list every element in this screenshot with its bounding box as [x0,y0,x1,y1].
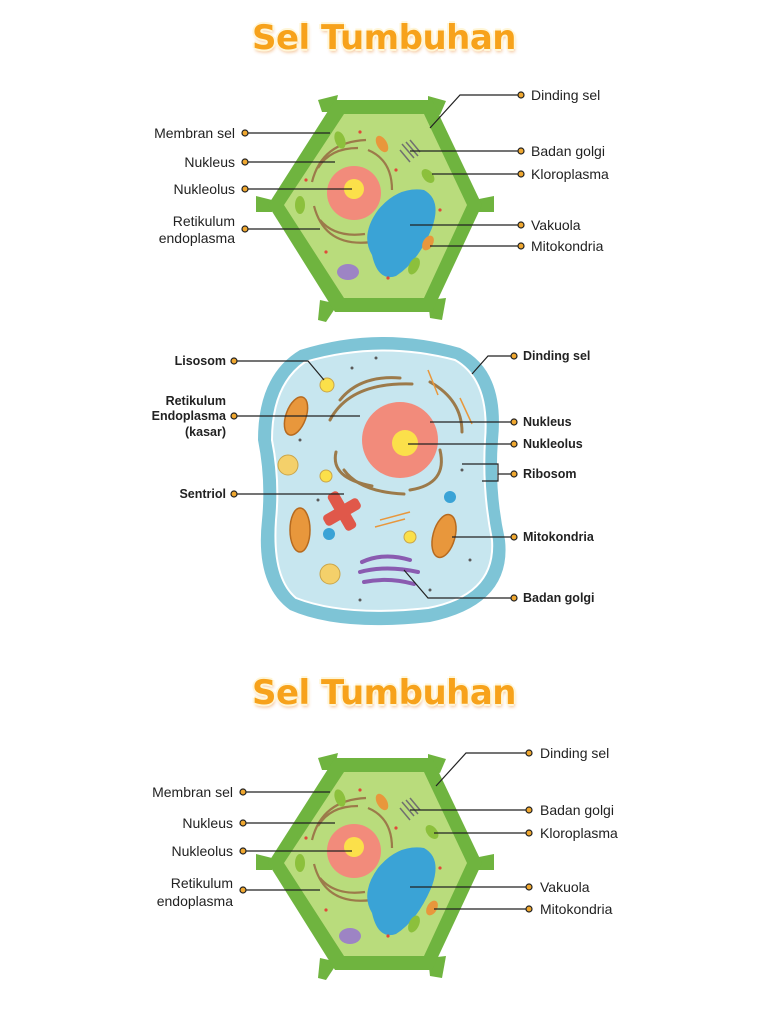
label-nukleolus-top: Nukleolus [174,181,235,197]
nucleolus-top [344,179,364,199]
label-kloroplasma-top: Kloroplasma [531,166,609,182]
label-sentriol: Sentriol [179,487,226,501]
label-dinding-sel-bottom: Dinding sel [540,745,609,761]
label-nukleus-top: Nukleus [184,154,235,170]
label-lisosom: Lisosom [175,354,226,368]
animal-cell [258,336,506,626]
label-vakuola-top: Vakuola [531,217,581,233]
label-nukleolus-animal: Nukleolus [523,437,583,451]
label-retikulum-bottom: Retikulum [171,875,233,891]
label-nukleus-animal: Nukleus [523,415,572,429]
centriole [323,491,361,531]
plant-cell-bottom [256,753,494,980]
label-mitokondria-top: Mitokondria [531,238,604,254]
nucleolus-bottom [344,837,364,857]
label-nukleolus-bottom: Nukleolus [172,843,233,859]
animal-nucleolus [392,430,418,456]
label-retikulum-top: Retikulum [173,213,235,229]
label-endoplasma-animal: Endoplasma [152,409,227,423]
label-badan-golgi-top: Badan golgi [531,143,605,159]
label-vakuola-bottom: Vakuola [540,879,590,895]
label-dinding-sel-top: Dinding sel [531,87,600,103]
label-badan-golgi-bottom: Badan golgi [540,802,614,818]
title-top: Sel Tumbuhan [251,18,517,58]
label-mitokondria-bottom: Mitokondria [540,901,613,917]
label-membran-sel-top: Membran sel [154,125,235,141]
plant-cell-top [256,95,494,322]
title-bottom: Sel Tumbuhan [251,673,517,713]
label-ribosom: Ribosom [523,467,576,481]
animal-cytoplasm [270,349,494,612]
vacuole-bottom [367,847,436,936]
label-endoplasma-top: endoplasma [159,230,235,246]
vacuole-top [367,189,436,278]
label-dinding-sel-animal: Dinding sel [523,349,590,363]
label-mitokondria-animal: Mitokondria [523,530,595,544]
label-nukleus-bottom: Nukleus [182,815,233,831]
animal-golgi [358,554,420,586]
label-membran-sel-bottom: Membran sel [152,784,233,800]
label-retikulum-animal: Retikulum [166,394,226,408]
label-kasar: (kasar) [185,425,226,439]
label-kloroplasma-bottom: Kloroplasma [540,825,618,841]
label-endoplasma-bottom: endoplasma [157,893,233,909]
label-badan-golgi-animal: Badan golgi [523,591,595,605]
